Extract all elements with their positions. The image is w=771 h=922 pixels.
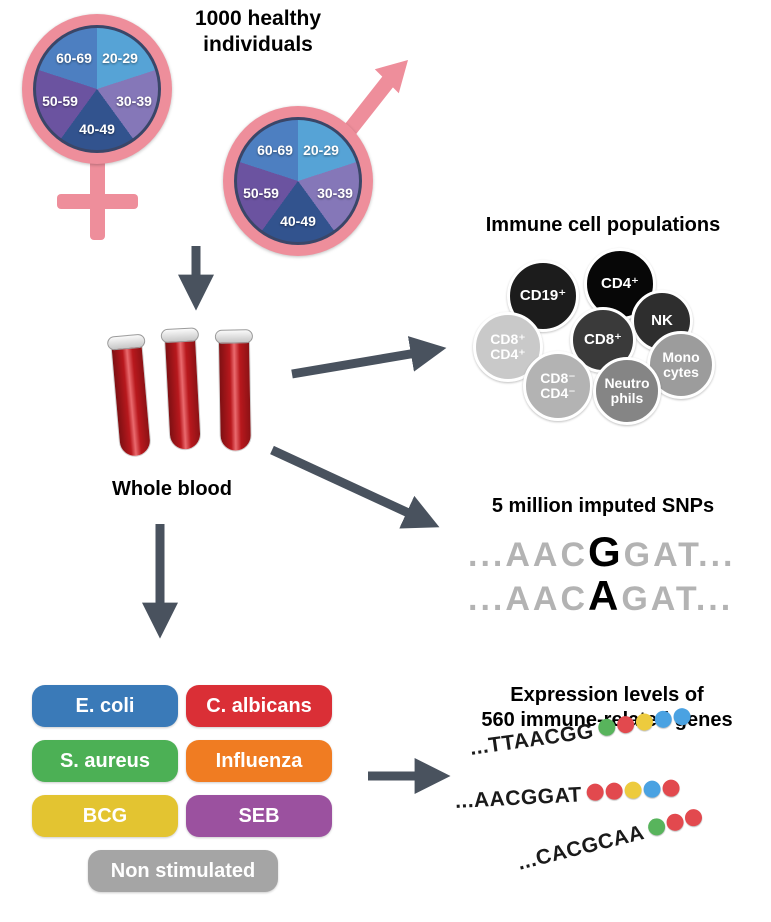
blood-tubes (106, 324, 266, 467)
gene-dot-red (662, 779, 681, 798)
tube-blood (111, 340, 152, 458)
blood-tube-icon (160, 327, 204, 453)
cohort-title: 1000 healthy individuals (194, 7, 322, 57)
stimulus-seb: SEB (186, 795, 332, 837)
arrow-blood-to-cells (291, 336, 447, 379)
gene-dot-red (615, 715, 635, 735)
female-symbol-crossbar (57, 194, 138, 209)
female-age-pie-chart: 20-29 30-39 40-49 50-59 60-69 (33, 25, 161, 153)
snp-seq-prefix: ...AAC (468, 580, 588, 618)
age-label-50-59: 50-59 (42, 93, 78, 109)
snp-seq-prefix: ...AAC (468, 536, 588, 574)
gene-dot-yellow (634, 712, 654, 732)
snp-seq-suffix: GAT... (623, 536, 736, 574)
blood-tube-icon (106, 333, 156, 461)
cell-cd8neg-cd4neg: CD8⁻ CD4⁻ (523, 351, 593, 421)
gene-dot-red (664, 811, 686, 833)
stimulus-bcg: BCG (32, 795, 178, 837)
snp-sequence-1: ...AACGGAT... (468, 528, 736, 576)
age-label-40-49: 40-49 (79, 121, 115, 137)
snp-variant-allele: G (588, 528, 624, 575)
age-label-50-59: 50-59 (243, 185, 279, 201)
gene-dot-yellow (624, 781, 643, 800)
tube-rim (160, 327, 200, 344)
gene-dot-green (596, 717, 617, 737)
stimulus-s-aureus: S. aureus (32, 740, 178, 782)
snp-variant-allele: A (588, 572, 622, 619)
whole-blood-label: Whole blood (112, 478, 232, 500)
arrow-blood-to-snps (270, 445, 440, 529)
immune-cells-heading: Immune cell populations (485, 214, 721, 236)
tube-blood (218, 336, 251, 451)
cell-cd8pos-cd4pos: CD8⁺ CD4⁺ (473, 312, 543, 382)
male-symbol-arrow-shaft (343, 74, 396, 136)
blood-tube-icon (214, 329, 255, 454)
age-label-20-29: 20-29 (303, 142, 339, 158)
age-label-60-69: 60-69 (257, 142, 293, 158)
male-symbol: 20-29 30-39 40-49 50-59 60-69 (223, 106, 374, 257)
age-label-20-29: 20-29 (102, 50, 138, 66)
cell-neutrophils: Neutro phils (593, 357, 661, 425)
snp-seq-suffix: GAT... (621, 580, 734, 618)
snps-heading: 5 million imputed SNPs (491, 495, 715, 517)
age-label-40-49: 40-49 (280, 213, 316, 229)
gene-dot-red (605, 782, 624, 801)
male-symbol-ring: 20-29 30-39 40-49 50-59 60-69 (223, 106, 373, 256)
gene-dot-red (586, 783, 605, 802)
male-age-pie-chart: 20-29 30-39 40-49 50-59 60-69 (234, 117, 362, 245)
gene-dot-blue (653, 709, 673, 729)
gene-dot-blue (643, 780, 662, 799)
stimulus-e-coli: E. coli (32, 685, 178, 727)
gene-dot-green (646, 816, 667, 838)
gene-dot-blue (672, 707, 692, 727)
male-symbol-arrow-head (374, 60, 408, 94)
stimulus-influenza: Influenza (186, 740, 332, 782)
female-symbol: 20-29 30-39 40-49 50-59 60-69 (22, 14, 173, 244)
tube-rim (214, 329, 254, 344)
female-symbol-ring: 20-29 30-39 40-49 50-59 60-69 (22, 14, 172, 164)
snp-sequence-2: ...AACAGAT... (468, 572, 733, 620)
stimulus-non-stimulated: Non stimulated (88, 850, 278, 892)
stimulus-c-albicans: C. albicans (186, 685, 332, 727)
tube-blood (164, 334, 201, 450)
age-label-60-69: 60-69 (56, 50, 92, 66)
age-label-30-39: 30-39 (116, 93, 152, 109)
gene-dots (584, 779, 681, 806)
age-label-30-39: 30-39 (317, 185, 353, 201)
